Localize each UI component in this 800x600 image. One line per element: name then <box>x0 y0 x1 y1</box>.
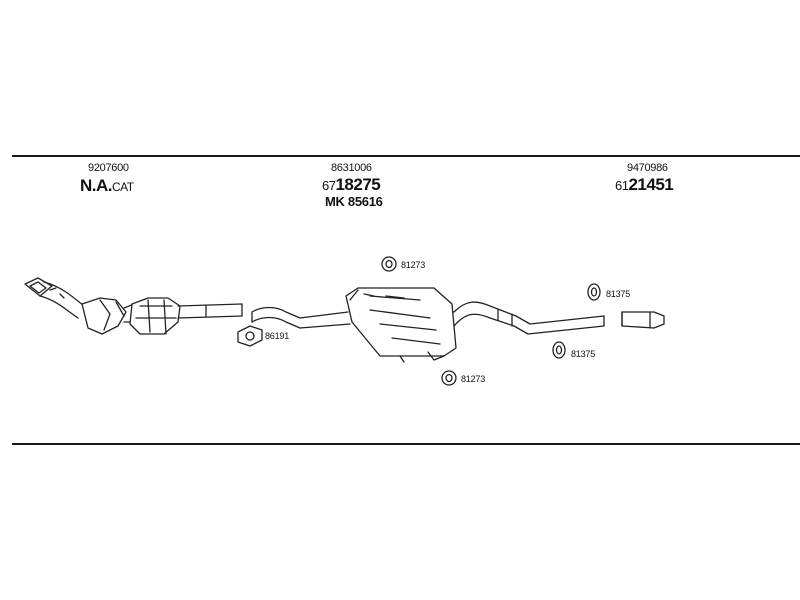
hanger-81375-top <box>587 283 601 301</box>
group-1-number: 9207600 <box>88 162 129 174</box>
group-2-code-main: 18275 <box>335 175 381 194</box>
group-2-number: 8631006 <box>331 162 372 174</box>
gasket-part-number: 86191 <box>265 331 290 341</box>
group-2-sub-label: MK 85616 <box>325 194 383 209</box>
tail-hanger-bottom-part-number: 81375 <box>571 349 596 359</box>
bottom-divider <box>12 443 800 445</box>
hanger-81375-bottom <box>552 341 566 359</box>
gasket-part <box>237 325 263 347</box>
hanger-top-part-number: 81273 <box>401 260 426 270</box>
group-3-code-main: 21451 <box>628 175 674 194</box>
group-3-number: 9470986 <box>627 162 668 174</box>
group-1-code-main: N.A. <box>80 176 113 195</box>
hanger-81273-top <box>381 256 397 272</box>
group-2-code: 6718275 <box>322 175 381 195</box>
group-3-code-prefix: 61 <box>615 178 629 193</box>
group-1-code: N.A.CAT <box>80 176 134 196</box>
tail-pipe-part <box>621 311 665 329</box>
hanger-81273-bottom <box>441 370 457 386</box>
tail-hanger-top-part-number: 81375 <box>606 289 631 299</box>
front-pipe-catalyst-part <box>24 277 243 335</box>
group-1-code-suffix: CAT <box>112 180 134 194</box>
center-muffler-part <box>251 287 605 363</box>
group-3-code: 6121451 <box>615 175 674 195</box>
top-divider <box>12 155 800 157</box>
hanger-bottom-part-number: 81273 <box>461 374 486 384</box>
group-2-code-prefix: 67 <box>322 178 336 193</box>
